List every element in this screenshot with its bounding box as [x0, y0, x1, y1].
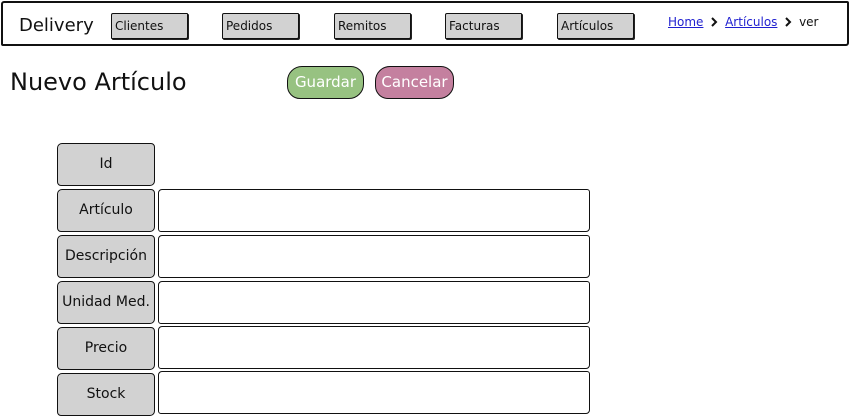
- page-title: Nuevo Artículo: [10, 68, 187, 96]
- chevron-right-icon: [781, 14, 795, 30]
- field-label-articulo: Artículo: [57, 189, 155, 232]
- nav-button-facturas[interactable]: Facturas: [445, 13, 522, 39]
- save-button[interactable]: Guardar: [287, 66, 364, 99]
- descripcion-input[interactable]: [158, 235, 590, 278]
- articulo-input[interactable]: [158, 189, 590, 232]
- field-label-descripcion: Descripción: [57, 235, 155, 278]
- nav-button-remitos[interactable]: Remitos: [334, 13, 411, 39]
- nav-button-articulos[interactable]: Artículos: [557, 13, 634, 39]
- nav-button-pedidos[interactable]: Pedidos: [222, 13, 299, 39]
- stock-input[interactable]: [158, 371, 590, 414]
- breadcrumb-current: ver: [799, 15, 819, 29]
- field-label-unidad-med: Unidad Med.: [57, 281, 155, 324]
- field-label-stock: Stock: [57, 373, 155, 416]
- unidad-med-input[interactable]: [158, 281, 590, 324]
- precio-input[interactable]: [158, 326, 590, 369]
- field-label-id: Id: [57, 143, 155, 186]
- breadcrumb-articulos-link[interactable]: Artículos: [725, 15, 778, 29]
- breadcrumb: Home Artículos ver: [668, 14, 818, 30]
- field-label-precio: Precio: [57, 327, 155, 370]
- app-title: Delivery: [19, 15, 94, 36]
- breadcrumb-home-link[interactable]: Home: [668, 15, 704, 29]
- top-nav-bar: Delivery Clientes Pedidos Remitos Factur…: [1, 1, 849, 46]
- cancel-button[interactable]: Cancelar: [375, 66, 454, 99]
- nav-button-clientes[interactable]: Clientes: [111, 13, 188, 39]
- chevron-right-icon: [707, 14, 721, 30]
